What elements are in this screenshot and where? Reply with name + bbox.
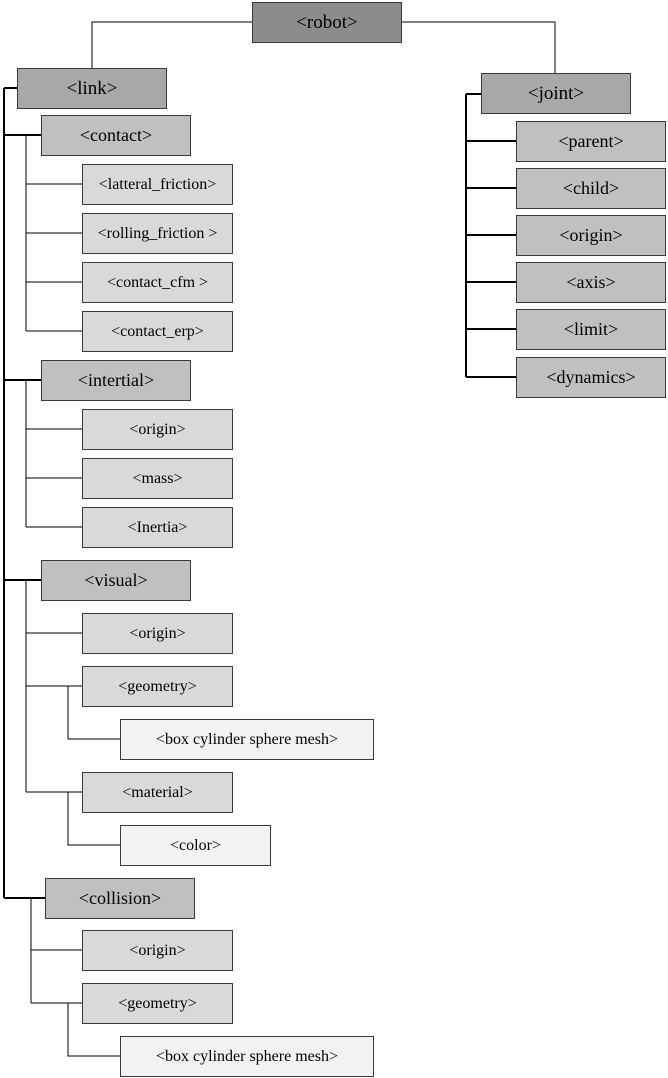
node-visual-origin: <origin> (82, 613, 233, 654)
node-visual-shapes: <box cylinder sphere mesh> (120, 719, 374, 760)
node-axis: <axis> (516, 262, 666, 303)
node-collision-origin: <origin> (82, 930, 233, 971)
node-contact-cfm: <contact_cfm > (82, 262, 233, 303)
node-mass: <mass> (82, 458, 233, 499)
node-lateral-friction: <latteral_friction> (82, 164, 233, 205)
node-joint-origin: <origin> (516, 215, 666, 256)
node-dynamics: <dynamics> (516, 357, 666, 398)
node-limit: <limit> (516, 309, 666, 350)
node-contact-erp: <contact_erp> (82, 311, 233, 352)
node-material: <material> (82, 772, 233, 813)
node-inertia: <Inertia> (82, 507, 233, 548)
node-visual-geometry: <geometry> (82, 666, 233, 707)
node-collision-shapes: <box cylinder sphere mesh> (120, 1036, 374, 1077)
node-parent: <parent> (516, 121, 666, 162)
node-contact: <contact> (41, 115, 191, 156)
node-visual: <visual> (41, 560, 191, 601)
edge-robot-joint (402, 21, 556, 73)
node-robot: <robot> (252, 2, 402, 43)
node-joint: <joint> (481, 73, 631, 114)
node-link: <link> (17, 68, 167, 109)
node-collision-geometry: <geometry> (82, 983, 233, 1024)
node-collision: <collision> (45, 878, 195, 919)
node-inertial-origin: <origin> (82, 409, 233, 450)
node-rolling-friction: <rolling_friction > (82, 213, 233, 254)
node-color: <color> (120, 825, 271, 866)
node-child: <child> (516, 168, 666, 209)
edge-robot-link (91, 21, 252, 68)
node-inertial: <intertial> (41, 360, 191, 401)
